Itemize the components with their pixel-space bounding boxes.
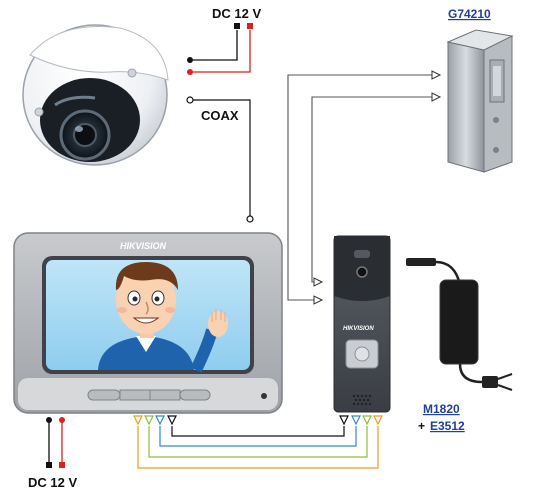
monitor-button-2[interactable] — [119, 389, 151, 401]
door-station-camera — [356, 266, 368, 278]
monitor-power-label: DC 12 V — [28, 475, 77, 490]
speaker-grille — [352, 394, 372, 406]
camera-power-label: DC 12 V — [212, 6, 261, 21]
psu-accessory-link[interactable]: E3512 — [430, 419, 465, 433]
door-station: HIKVISION — [333, 235, 391, 413]
person-on-screen — [98, 262, 228, 373]
monitor-button-3[interactable] — [149, 389, 181, 401]
bus-wires — [137, 426, 379, 469]
lock-wires — [287, 70, 442, 305]
coax-label: COAX — [201, 108, 239, 123]
electric-lock — [446, 29, 514, 173]
lock-model-link[interactable]: G74210 — [448, 7, 491, 21]
monitor-brand-logo: HIKVISION — [120, 241, 167, 251]
psu-model-link[interactable]: M1820 — [423, 402, 460, 416]
monitor-button-4[interactable] — [179, 389, 211, 401]
indoor-monitor: HIKVISION — [13, 232, 283, 414]
camera-power-wires — [187, 23, 253, 75]
power-supply — [406, 258, 513, 391]
door-station-brand-logo: HIKVISION — [343, 326, 374, 332]
dome-camera — [22, 24, 169, 166]
coax-cable — [186, 96, 254, 223]
bus-terminals — [133, 415, 383, 426]
monitor-power-wires — [46, 417, 65, 468]
monitor-button-1[interactable] — [87, 389, 121, 401]
psu-plus: + — [418, 419, 425, 433]
